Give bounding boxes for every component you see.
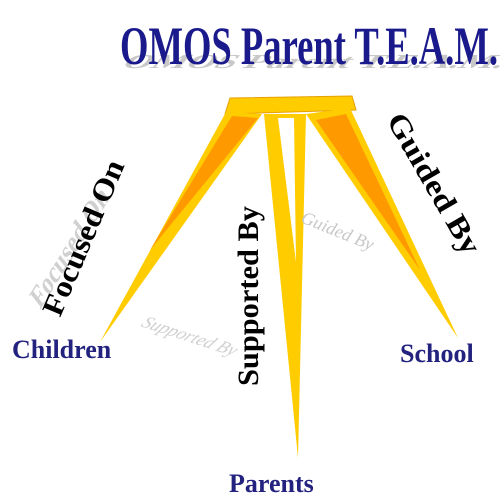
right-leg [306,108,458,338]
middle-leg [264,114,306,458]
left-leg-shade [150,116,258,250]
middle-leg-label: Supported By [232,206,265,386]
right-leg-shade [316,114,420,270]
endpoint-children: Children [12,335,112,364]
svg-text:OMOS Parent T.E.A.M.: OMOS Parent T.E.A.M. [116,50,504,72]
tripod-top-cap [224,95,357,115]
right-leg-shadow-label: Guided By [299,207,377,254]
middle-leg-shadow-label: Supported By [137,313,244,360]
title-shadow: OMOS Parent T.E.A.M. [116,50,504,72]
endpoint-school: School [400,339,474,368]
page-title: OMOS Parent T.E.A.M. [120,16,498,76]
middle-leg-highlight [278,118,296,262]
left-leg [100,112,262,342]
tripod-legs [100,95,458,458]
left-leg-label: Focused On [36,155,131,321]
endpoint-parents: Parents [229,469,314,498]
